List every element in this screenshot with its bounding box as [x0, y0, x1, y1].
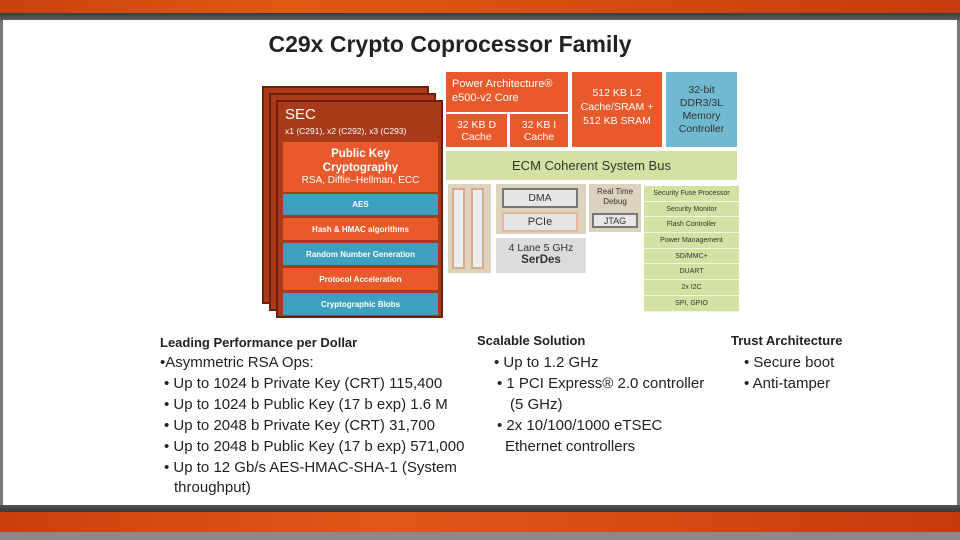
hash-block: Hash & HMAC algorithms [283, 218, 438, 240]
peripheral-item: Flash Controller [644, 217, 739, 234]
slide-title: C29x Crypto Coprocessor Family [268, 31, 632, 57]
peripheral-item: 2x I2C [644, 280, 739, 296]
bottom-gray [0, 532, 960, 540]
scal-heading: Scalable Solution [477, 333, 586, 348]
pk-subtitle: RSA, Diffie–Hellman, ECC [301, 175, 420, 186]
protocol-block: Protocol Acceleration [283, 268, 438, 290]
dcache-block: 32 KB D Cache [446, 114, 507, 147]
perf-line: •Asymmetric RSA Ops: [160, 354, 314, 371]
io-pillar [452, 188, 465, 269]
top-shadow [0, 13, 960, 21]
peripheral-item: Security Fuse Processor [644, 186, 739, 202]
perf-line: • Up to 2048 b Private Key (CRT) 31,700 [164, 417, 435, 434]
blobs-block: Cryptographic Blobs [283, 293, 438, 315]
peripheral-list: Security Fuse Processor Security Monitor… [644, 186, 739, 312]
scal-line: Ethernet controllers [505, 438, 636, 455]
top-accent-bar [0, 0, 960, 13]
rng-block: Random Number Generation [283, 243, 438, 265]
perf-line: throughput) [174, 479, 251, 496]
scal-line: • Up to 1.2 GHz [494, 354, 599, 371]
debug-label: Real Time Debug [597, 187, 634, 206]
perf-line: • Up to 1024 b Private Key (CRT) 115,400 [164, 375, 443, 392]
perf-line: • Up to 12 Gb/s AES-HMAC-SHA-1 (System [164, 459, 457, 476]
public-key-block: Public Key Cryptography RSA, Diffie–Hell… [283, 142, 438, 192]
sec-title: SEC [285, 106, 316, 123]
peripheral-item: Security Monitor [644, 201, 739, 218]
pk-title: Public Key Cryptography [322, 148, 399, 174]
aes-block: AES [283, 194, 438, 215]
ddr-controller-block: 32-bit DDR3/3L Memory Controller [666, 72, 737, 147]
trust-line: • Secure boot [744, 354, 835, 371]
peripheral-item: SD/MMC+ [644, 248, 739, 265]
serdes-label: SerDes [521, 254, 561, 266]
l2-cache-block: 512 KB L2 Cache/SRAM + 512 KB SRAM [572, 72, 662, 147]
scal-line: (5 GHz) [510, 396, 563, 413]
peripheral-item: DUART [644, 264, 739, 281]
system-bus-block: ECM Coherent System Bus [446, 151, 737, 180]
perf-line: • Up to 2048 b Public Key (17 b exp) 571… [164, 438, 465, 455]
scal-line: • 1 PCI Express® 2.0 controller [497, 375, 705, 392]
bottom-accent-bar [0, 512, 960, 532]
io-pillars-block [448, 184, 491, 273]
perf-heading: Leading Performance per Dollar [160, 335, 358, 350]
serdes-lanes: 4 Lane 5 GHz [508, 242, 574, 254]
trust-line: • Anti-tamper [744, 375, 831, 392]
sec-variants: x1 (C291), x2 (C292), x3 (C293) [285, 126, 407, 136]
scal-line: • 2x 10/100/1000 eTSEC [497, 417, 663, 434]
icache-block: 32 KB I Cache [510, 114, 568, 147]
power-core-block: Power Architecture® e500-v2 Core [446, 72, 568, 112]
jtag-block: JTAG [592, 213, 638, 228]
serdes-block: 4 Lane 5 GHz SerDes [496, 238, 586, 273]
pcie-block: PCIe [502, 212, 578, 232]
trust-heading: Trust Architecture [731, 333, 843, 348]
dma-block: DMA [502, 188, 578, 208]
io-pillar [471, 188, 484, 269]
peripheral-item: Power Management [644, 233, 739, 249]
peripheral-item: SPI, GPIO [644, 295, 739, 312]
perf-line: • Up to 1024 b Public Key (17 b exp) 1.6… [164, 396, 448, 413]
bottom-shadow [0, 505, 960, 513]
